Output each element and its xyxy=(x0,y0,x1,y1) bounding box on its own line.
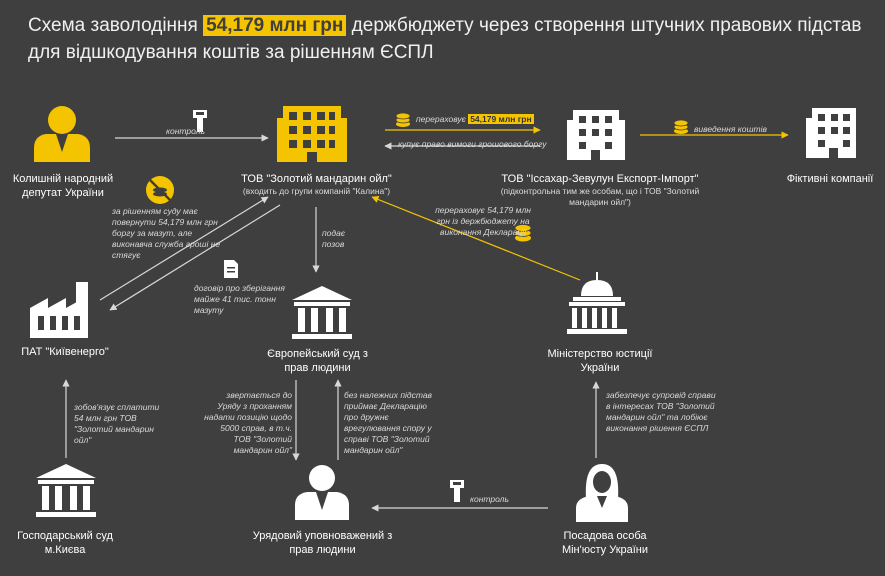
note-files-claim: подає позов xyxy=(322,228,346,249)
note-transfer: перераховує 54,179 млн грн xyxy=(416,114,534,124)
capitol-icon xyxy=(567,272,627,334)
courthouse-icon xyxy=(36,464,96,517)
node-fictitious: Фіктивні компанії xyxy=(786,173,874,185)
no-money-icon xyxy=(146,176,174,204)
note-appeals: звертається до Уряду з проханням надати … xyxy=(204,390,292,455)
note-storage: договір про зберігання майже 41 тис. тон… xyxy=(194,283,285,315)
node-agent: Урядовий уповноважений з прав людини xyxy=(252,530,393,556)
note-control-bottom: контроль xyxy=(470,494,509,504)
title-part1: Схема заволодіння xyxy=(28,15,204,36)
courthouse-icon xyxy=(292,286,352,339)
building-icon xyxy=(277,106,347,162)
note-control-top: контроль xyxy=(166,126,205,136)
node-official: Посадова особа Мін'юсту України xyxy=(561,530,649,556)
note-buys-right: купує право вимоги грошового боргу xyxy=(398,139,547,149)
note-withdraw: виведення коштів xyxy=(694,124,767,134)
building-icon xyxy=(567,110,625,160)
note-obliges: зобов'язує сплатити 54 млн грн ТОВ "Золо… xyxy=(74,402,160,445)
note-ensures: забезпечує супровід справи в інтересах Т… xyxy=(606,390,716,433)
node-golden: ТОВ "Золотий мандарин ойл" (входить до г… xyxy=(241,173,392,196)
coins-icon xyxy=(395,112,411,127)
arrow-energo-to-golden xyxy=(99,196,269,301)
node-ministry: Міністерство юстиції України xyxy=(547,348,653,374)
node-echr: Європейський суд з прав людини xyxy=(267,348,368,374)
person-icon xyxy=(34,106,90,162)
person-icon xyxy=(576,464,628,522)
coins-icon xyxy=(514,224,532,242)
node-deputy: Колишній народний депутат України xyxy=(12,173,114,199)
note-budget: перераховує 54,179 млн грн із держбюджет… xyxy=(435,205,531,237)
node-issachar: ТОВ "Іссахар-Зевулун Експорт-Імпорт" (пі… xyxy=(500,173,700,207)
building-icon xyxy=(806,108,856,158)
factory-icon xyxy=(30,282,88,338)
note-accepts: без належних підстав приймає Декларацію … xyxy=(344,390,432,455)
hand-money-icon xyxy=(450,480,464,502)
arrow-golden-to-energo xyxy=(109,204,281,311)
title-part2: держбюджету через створення штучних прав… xyxy=(346,15,862,36)
title-line2: для відшкодування коштів за рішенням ЄСП… xyxy=(28,42,434,63)
node-court: Господарський суд м.Києва xyxy=(17,530,113,556)
arrow-budget-transfer xyxy=(371,196,581,281)
person-icon xyxy=(295,465,349,520)
document-icon xyxy=(224,260,238,278)
title-highlight: 54,179 млн грн xyxy=(203,15,347,36)
hand-money-icon xyxy=(193,110,207,132)
node-kyivenergo: ПАТ "Київенерго" xyxy=(21,346,109,358)
note-court-decision: за рішенням суду має повернути 54,179 мл… xyxy=(112,206,221,260)
coins-icon xyxy=(673,119,689,134)
page-title: Схема заволодіння 54,179 млн грн держбюд… xyxy=(28,12,868,66)
